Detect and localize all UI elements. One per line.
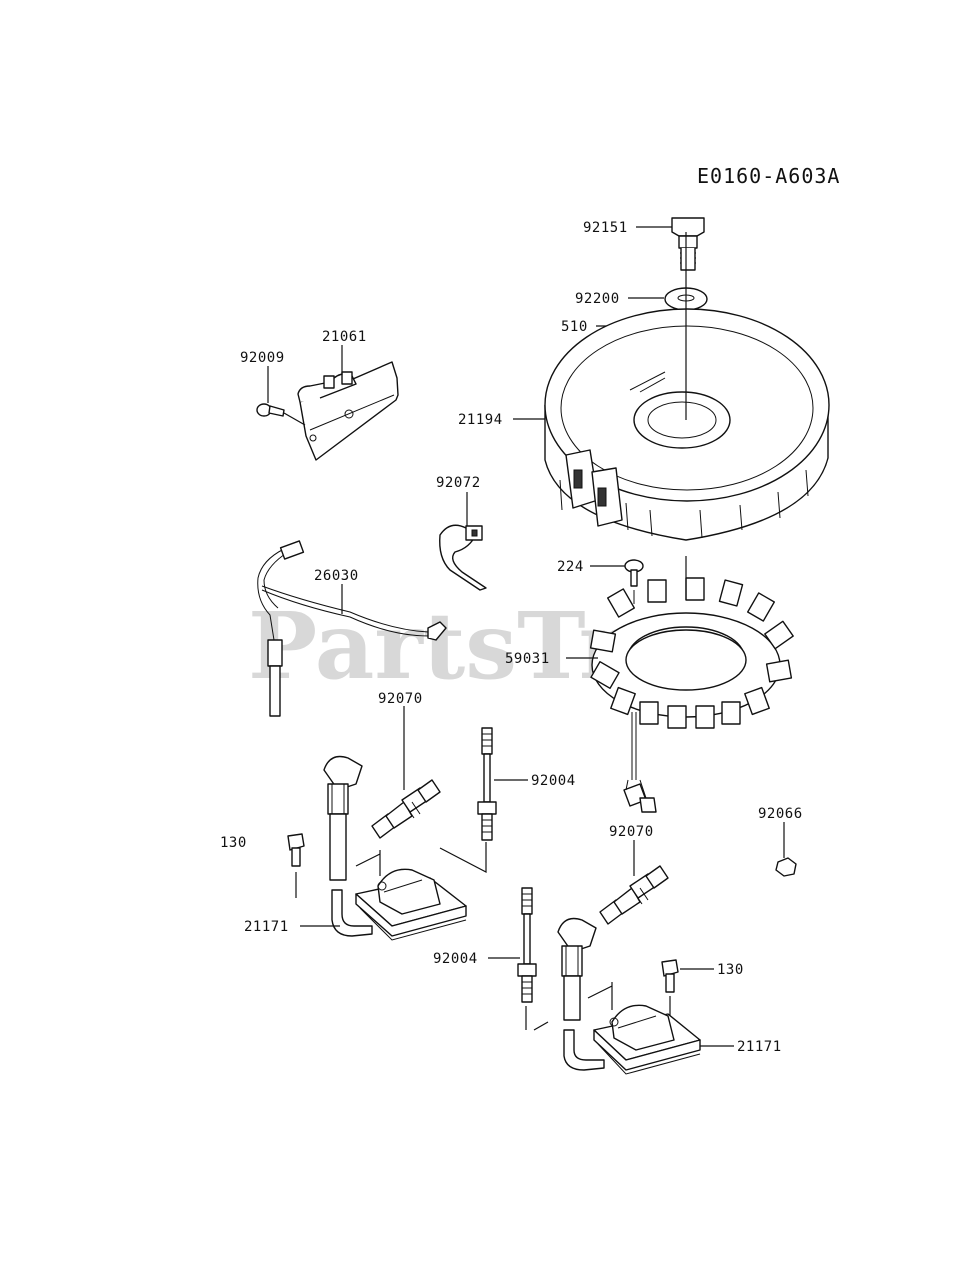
label-92004-lower[interactable]: 92004 bbox=[433, 951, 478, 967]
spark-plug-92070-lower-drawing[interactable] bbox=[599, 865, 669, 925]
bracket-21061-drawing[interactable] bbox=[297, 361, 399, 461]
label-21061[interactable]: 21061 bbox=[322, 329, 367, 345]
label-92004-upper[interactable]: 92004 bbox=[531, 773, 576, 789]
bolt-92151-drawing[interactable] bbox=[671, 217, 705, 271]
screw-92009-drawing[interactable] bbox=[256, 403, 285, 417]
stator-59031-drawing[interactable] bbox=[589, 577, 794, 813]
label-92072[interactable]: 92072 bbox=[436, 475, 481, 491]
ignition-coil-21171-left-drawing[interactable] bbox=[323, 755, 467, 941]
label-224[interactable]: 224 bbox=[557, 559, 584, 575]
ignition-coil-21171-right-drawing[interactable] bbox=[557, 917, 701, 1075]
label-92070-lower[interactable]: 92070 bbox=[609, 824, 654, 840]
lead-wire-26030-drawing[interactable] bbox=[257, 540, 447, 717]
bolt-130-right-drawing[interactable] bbox=[661, 959, 679, 993]
label-92009[interactable]: 92009 bbox=[240, 350, 285, 366]
flywheel-21194-drawing[interactable] bbox=[544, 308, 830, 541]
spark-plug-92070-upper-drawing[interactable] bbox=[371, 779, 441, 839]
bolt-130-left-drawing[interactable] bbox=[287, 833, 305, 867]
label-130-right[interactable]: 130 bbox=[717, 962, 744, 978]
screw-224-drawing[interactable] bbox=[624, 559, 644, 587]
label-21171-right[interactable]: 21171 bbox=[737, 1039, 782, 1055]
stud-92004-upper-drawing[interactable] bbox=[477, 727, 497, 841]
label-510[interactable]: 510 bbox=[561, 319, 588, 335]
diagram-code: E0160-A603A bbox=[697, 164, 840, 188]
stud-92004-lower-drawing[interactable] bbox=[517, 887, 537, 1003]
label-92200[interactable]: 92200 bbox=[575, 291, 620, 307]
label-92151[interactable]: 92151 bbox=[583, 220, 628, 236]
label-21194[interactable]: 21194 bbox=[458, 412, 503, 428]
label-92066[interactable]: 92066 bbox=[758, 806, 803, 822]
label-92070-upper[interactable]: 92070 bbox=[378, 691, 423, 707]
label-26030[interactable]: 26030 bbox=[314, 568, 359, 584]
label-130-left[interactable]: 130 bbox=[220, 835, 247, 851]
label-21171-left[interactable]: 21171 bbox=[244, 919, 289, 935]
clamp-92072-drawing[interactable] bbox=[439, 524, 487, 591]
nut-92066-drawing[interactable] bbox=[775, 857, 797, 877]
label-59031[interactable]: 59031 bbox=[505, 651, 550, 667]
